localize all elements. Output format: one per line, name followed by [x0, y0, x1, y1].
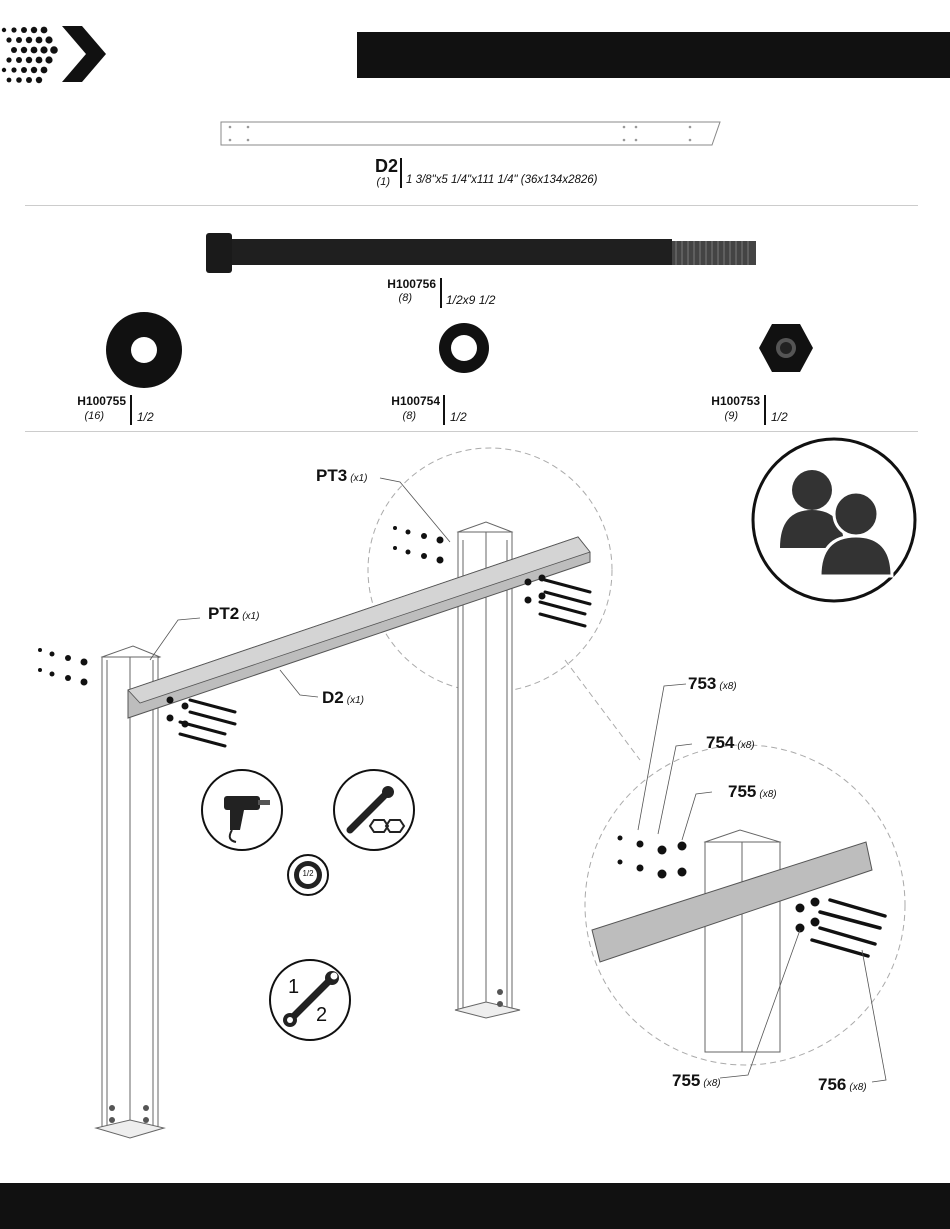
- part-bolt-size: 1/2x9 1/2: [446, 293, 495, 307]
- callout-pt2: PT2(x1): [208, 604, 259, 624]
- part-nut-size: 1/2: [771, 410, 788, 424]
- nut-drawing: [758, 322, 814, 374]
- part-washer-large-divider: [130, 395, 132, 425]
- part-d2-divider: [400, 158, 402, 188]
- logo-chevron-icon: [0, 24, 110, 88]
- post-pt2: [96, 646, 164, 1138]
- ratchet-icon: [332, 768, 416, 852]
- part-washer-small-code: H100754: [364, 394, 440, 408]
- wrench-icon: 1 2: [268, 958, 352, 1042]
- part-washer-small-divider: [443, 395, 445, 425]
- callout-755-bottom: 755(x8): [672, 1071, 721, 1091]
- socket-icon: 1/2: [286, 853, 330, 897]
- board-d2-drawing: [220, 120, 725, 148]
- detail-beam: [592, 842, 872, 962]
- part-nut-qty: (9): [712, 410, 738, 422]
- callout-pt3: PT3(x1): [316, 466, 367, 486]
- callout-756: 756(x8): [818, 1075, 867, 1095]
- part-d2-code: D2: [360, 156, 398, 177]
- drill-icon: [200, 768, 284, 852]
- wrench-step-1: 1: [288, 976, 299, 999]
- part-nut-divider: [764, 395, 766, 425]
- part-nut-code: H100753: [684, 394, 760, 408]
- washer-small-drawing: [438, 322, 490, 374]
- part-washer-small-size: 1/2: [450, 410, 467, 424]
- detail-post: [705, 830, 780, 1052]
- callout-753: 753(x8): [688, 674, 737, 694]
- washer-large-drawing: [104, 310, 184, 390]
- post-pt3: [455, 522, 520, 1018]
- part-washer-large-size: 1/2: [137, 410, 154, 424]
- socket-size: 1/2: [286, 869, 330, 878]
- part-washer-large-qty: (16): [70, 410, 104, 422]
- footer-bar: [0, 1183, 950, 1229]
- part-d2-dims: 1 3/8"x5 1/4"x111 1/4" (36x134x2826): [406, 174, 597, 186]
- callout-754: 754(x8): [706, 733, 755, 753]
- brand-logo: [0, 24, 110, 88]
- part-washer-large-code: H100755: [50, 394, 126, 408]
- two-people-icon: [750, 436, 918, 604]
- callout-d2: D2(x1): [322, 688, 364, 708]
- part-d2-qty: (1): [350, 176, 390, 188]
- part-bolt-code: H100756: [360, 277, 436, 291]
- part-bolt-divider: [440, 278, 442, 308]
- callout-755-top: 755(x8): [728, 782, 777, 802]
- bolt-drawing: [204, 230, 760, 276]
- section-divider: [25, 431, 918, 432]
- part-bolt-qty: (8): [380, 292, 412, 304]
- wrench-step-2: 2: [316, 1004, 327, 1027]
- header-bar: [357, 32, 950, 78]
- section-divider: [25, 205, 918, 206]
- part-washer-small-qty: (8): [390, 410, 416, 422]
